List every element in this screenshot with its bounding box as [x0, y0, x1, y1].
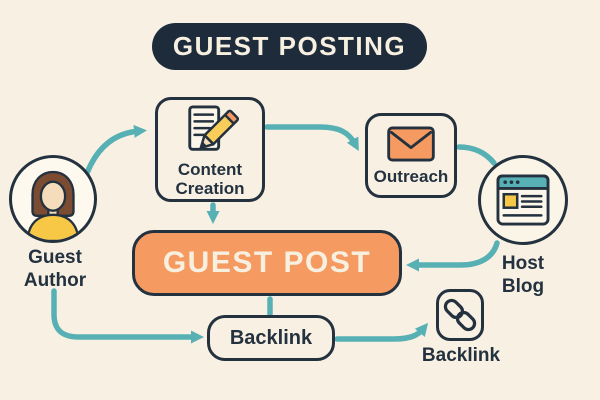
- host-blog-node: [478, 155, 568, 245]
- guest-author-label: Guest Author: [23, 247, 87, 291]
- content-creation-label: Content Creation: [175, 159, 245, 199]
- arrow-guest-author-to-backlink: [51, 288, 204, 344]
- envelope-icon: [387, 126, 435, 162]
- guest-post-node: GUEST POST: [132, 230, 402, 296]
- guest-author-node: [9, 155, 97, 243]
- content-creation-node: Content Creation: [155, 97, 265, 202]
- person-avatar-icon: [26, 170, 80, 240]
- backlink-node: Backlink: [207, 315, 335, 361]
- diagram-title: GUEST POSTING: [152, 23, 427, 70]
- chain-link-icon: [443, 298, 477, 332]
- outreach-label: Outreach: [373, 166, 449, 186]
- diagram-title-label: GUEST POSTING: [172, 31, 407, 61]
- guest-post-label: GUEST POST: [162, 246, 372, 279]
- document-pencil-icon: [188, 105, 240, 151]
- host-blog-label: Host Blog: [501, 253, 545, 297]
- backlink-result-label: Backlink: [421, 345, 501, 366]
- backlink-result-node: [436, 289, 484, 341]
- arrow-guest-author-to-content-creation: [84, 124, 147, 176]
- arrow-backlink-to-backlink-result: [334, 322, 429, 342]
- outreach-node: Outreach: [365, 113, 457, 198]
- arrow-content-creation-to-outreach: [264, 124, 359, 152]
- browser-window-icon: [496, 174, 550, 226]
- line-outreach-to-host-blog: [456, 144, 497, 166]
- backlink-label: Backlink: [229, 326, 313, 349]
